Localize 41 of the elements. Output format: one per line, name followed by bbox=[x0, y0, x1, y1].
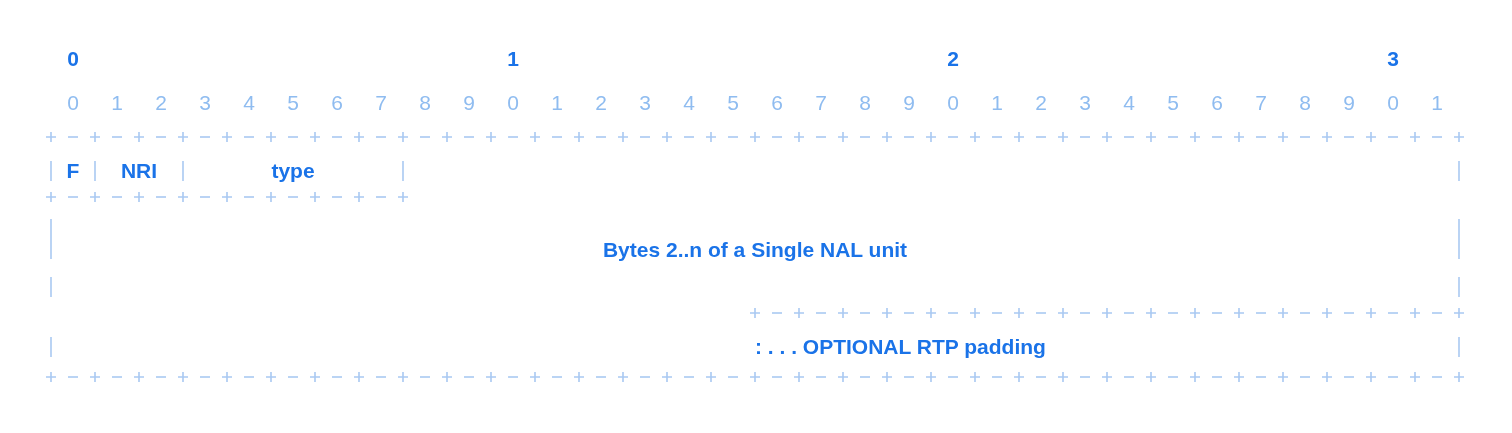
bit-number: 4 bbox=[1122, 91, 1136, 115]
bit-number: 8 bbox=[1298, 91, 1312, 115]
bit-number: 7 bbox=[1254, 91, 1268, 115]
bit-number: 8 bbox=[858, 91, 872, 115]
bit-number: 0 bbox=[506, 91, 520, 115]
bit-number: 9 bbox=[462, 91, 476, 115]
field-label: : . . . OPTIONAL RTP padding bbox=[755, 334, 1046, 361]
bit-number: 5 bbox=[286, 91, 300, 115]
bit-number: 2 bbox=[1034, 91, 1048, 115]
bit-number: 6 bbox=[770, 91, 784, 115]
bit-number: 9 bbox=[902, 91, 916, 115]
bit-number: 0 bbox=[66, 91, 80, 115]
bit-number: 7 bbox=[374, 91, 388, 115]
bit-number: 2 bbox=[594, 91, 608, 115]
bit-number: 3 bbox=[638, 91, 652, 115]
bit-number: 7 bbox=[814, 91, 828, 115]
field-label: Bytes 2..n of a Single NAL unit bbox=[602, 237, 908, 264]
bit-number: 5 bbox=[1166, 91, 1180, 115]
bit-number: 6 bbox=[330, 91, 344, 115]
bit-number: 3 bbox=[198, 91, 212, 115]
bit-number: 8 bbox=[418, 91, 432, 115]
bit-number: 1 bbox=[1430, 91, 1444, 115]
field-label: type bbox=[271, 158, 315, 185]
bit-number: 6 bbox=[1210, 91, 1224, 115]
octet-number: 1 bbox=[506, 47, 520, 71]
bit-number: 1 bbox=[550, 91, 564, 115]
bit-number: 4 bbox=[242, 91, 256, 115]
field-label: F bbox=[66, 158, 80, 185]
octet-number: 0 bbox=[66, 47, 80, 71]
bit-number: 5 bbox=[726, 91, 740, 115]
bit-number: 4 bbox=[682, 91, 696, 115]
bit-number: 0 bbox=[946, 91, 960, 115]
octet-number: 3 bbox=[1386, 47, 1400, 71]
bit-number: 1 bbox=[990, 91, 1004, 115]
octet-number: 2 bbox=[946, 47, 960, 71]
bit-number: 1 bbox=[110, 91, 124, 115]
bit-number: 9 bbox=[1342, 91, 1356, 115]
bit-number: 2 bbox=[154, 91, 168, 115]
field-label: NRI bbox=[120, 158, 158, 185]
bit-number: 0 bbox=[1386, 91, 1400, 115]
bit-number: 3 bbox=[1078, 91, 1092, 115]
